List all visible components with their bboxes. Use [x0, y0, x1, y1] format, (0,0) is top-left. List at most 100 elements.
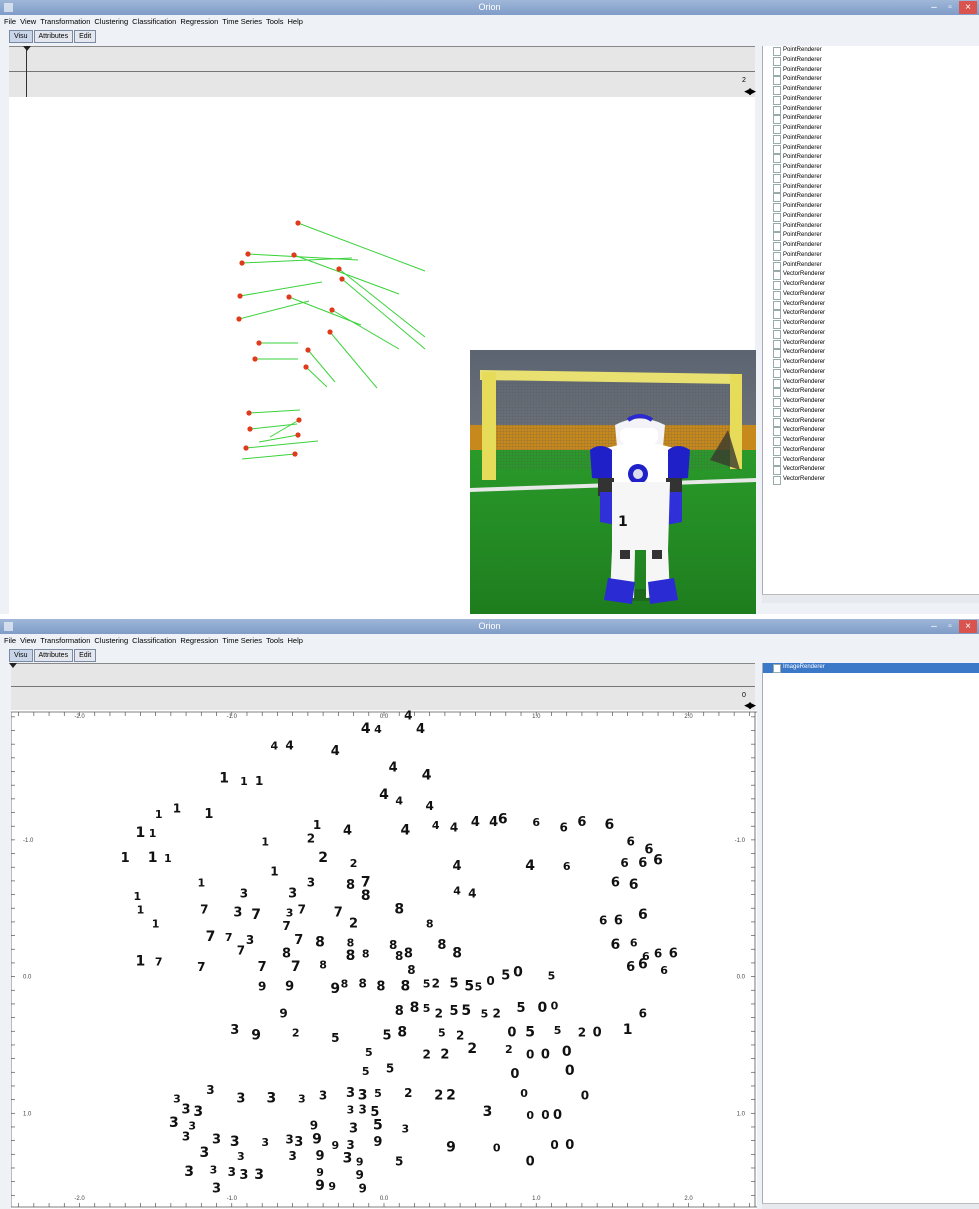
timeline-slider[interactable]: 0 ◀▶	[9, 663, 756, 710]
digit-image-mark: 5	[481, 1008, 489, 1021]
frame-step-arrows-icon[interactable]: ◀▶	[744, 86, 756, 96]
tab-edit[interactable]: Edit	[74, 649, 97, 662]
panel-resize-handle[interactable]	[762, 1203, 979, 1209]
renderer-list-item[interactable]: VectorRenderer	[763, 309, 979, 320]
document-icon	[773, 203, 781, 212]
menu-transformation[interactable]: Transformation	[40, 636, 91, 645]
timeline-marker-icon[interactable]	[9, 663, 17, 668]
menu-time-series[interactable]: Time Series	[222, 636, 262, 645]
renderer-list-item[interactable]: PointRenderer	[763, 85, 979, 95]
renderer-list-item[interactable]: PointRenderer	[763, 173, 979, 183]
close-button[interactable]: ×	[959, 1, 977, 14]
renderer-list-panel[interactable]: ImageRenderer	[762, 663, 979, 1203]
renderer-list-item[interactable]: PointRenderer	[763, 124, 979, 134]
minimize-button[interactable]: –	[931, 621, 937, 632]
renderer-list-item[interactable]: PointRenderer	[763, 66, 979, 76]
renderer-list-item[interactable]: VectorRenderer	[763, 426, 979, 437]
menu-clustering[interactable]: Clustering	[94, 636, 129, 645]
tab-edit[interactable]: Edit	[74, 30, 97, 43]
timeline-slider[interactable]: 2 ◀▶	[9, 46, 756, 97]
renderer-list-item[interactable]: PointRenderer	[763, 222, 979, 232]
renderer-list-item[interactable]: VectorRenderer	[763, 436, 979, 446]
renderer-list-item[interactable]: PointRenderer	[763, 192, 979, 203]
renderer-list-item[interactable]: PointRenderer	[763, 231, 979, 242]
renderer-list-item[interactable]: VectorRenderer	[763, 339, 979, 349]
renderer-list-item[interactable]: VectorRenderer	[763, 358, 979, 368]
renderer-list-item[interactable]: PointRenderer	[763, 46, 979, 56]
renderer-list-item[interactable]: PointRenderer	[763, 95, 979, 105]
menu-view[interactable]: View	[20, 17, 37, 26]
renderer-list-item[interactable]: VectorRenderer	[763, 300, 979, 310]
renderer-list-item[interactable]: PointRenderer	[763, 183, 979, 193]
renderer-list-item[interactable]: VectorRenderer	[763, 417, 979, 427]
renderer-list-item[interactable]: PointRenderer	[763, 261, 979, 271]
renderer-list-item[interactable]: ImageRenderer	[763, 663, 979, 673]
minimize-button[interactable]: –	[931, 2, 937, 13]
title-bar[interactable]: Orion – ▫ ×	[0, 619, 979, 634]
tab-visu[interactable]: Visu	[9, 30, 33, 43]
renderer-list-item[interactable]: PointRenderer	[763, 75, 979, 86]
menu-tools[interactable]: Tools	[266, 17, 284, 26]
renderer-list-item[interactable]: VectorRenderer	[763, 397, 979, 407]
renderer-list-item[interactable]: VectorRenderer	[763, 407, 979, 417]
renderer-list-item[interactable]: PointRenderer	[763, 251, 979, 261]
menu-regression[interactable]: Regression	[180, 17, 219, 26]
renderer-list-item[interactable]: VectorRenderer	[763, 378, 979, 388]
digit-image-mark: 0	[513, 965, 523, 981]
menu-file[interactable]: File	[4, 636, 17, 645]
menu-regression[interactable]: Regression	[180, 636, 219, 645]
renderer-list-item[interactable]: VectorRenderer	[763, 465, 979, 476]
digit-image-mark: 9	[258, 979, 266, 993]
renderer-list-item[interactable]: PointRenderer	[763, 153, 979, 164]
tab-attributes[interactable]: Attributes	[33, 30, 74, 43]
renderer-list-item[interactable]: VectorRenderer	[763, 270, 979, 281]
menu-help[interactable]: Help	[287, 636, 303, 645]
menu-transformation[interactable]: Transformation	[40, 17, 91, 26]
renderer-list-item[interactable]: PointRenderer	[763, 134, 979, 144]
renderer-list-item[interactable]: PointRenderer	[763, 241, 979, 251]
renderer-list-item[interactable]: PointRenderer	[763, 56, 979, 66]
renderer-list-item[interactable]: VectorRenderer	[763, 456, 979, 466]
timeline-marker-icon[interactable]	[23, 46, 31, 51]
digit-image-mark: 3	[169, 1115, 179, 1131]
renderer-list-item[interactable]: PointRenderer	[763, 105, 979, 115]
digit-image-mark: 6	[611, 875, 620, 890]
menu-view[interactable]: View	[20, 636, 37, 645]
title-bar[interactable]: Orion – ▫ ×	[0, 0, 979, 15]
renderer-list-item[interactable]: PointRenderer	[763, 202, 979, 212]
digit-image-mark: 1	[134, 890, 142, 903]
menu-file[interactable]: File	[4, 17, 17, 26]
menu-classification[interactable]: Classification	[132, 636, 177, 645]
renderer-list-item[interactable]: VectorRenderer	[763, 348, 979, 359]
renderer-list-item[interactable]: VectorRenderer	[763, 446, 979, 456]
close-button[interactable]: ×	[959, 620, 977, 633]
renderer-list-item[interactable]: PointRenderer	[763, 144, 979, 154]
renderer-list-item[interactable]: VectorRenderer	[763, 475, 979, 485]
panel-resize-handle[interactable]	[762, 594, 979, 603]
menu-help[interactable]: Help	[287, 17, 303, 26]
tab-attributes[interactable]: Attributes	[33, 649, 74, 662]
renderer-list-item[interactable]: PointRenderer	[763, 163, 979, 173]
maximize-button[interactable]: ▫	[948, 621, 952, 632]
renderer-list-item[interactable]: VectorRenderer	[763, 387, 979, 398]
renderer-list-item[interactable]: PointRenderer	[763, 114, 979, 125]
renderer-list-item[interactable]: VectorRenderer	[763, 319, 979, 329]
menu-classification[interactable]: Classification	[132, 17, 177, 26]
menu-time-series[interactable]: Time Series	[222, 17, 262, 26]
renderer-list-item[interactable]: PointRenderer	[763, 212, 979, 222]
menu-tools[interactable]: Tools	[266, 636, 284, 645]
renderer-list-item[interactable]: VectorRenderer	[763, 329, 979, 339]
menu-clustering[interactable]: Clustering	[94, 17, 129, 26]
timeline-cursor[interactable]	[26, 47, 27, 97]
renderer-list-item[interactable]: VectorRenderer	[763, 368, 979, 378]
frame-step-arrows-icon[interactable]: ◀▶	[744, 700, 756, 710]
tab-visu[interactable]: Visu	[9, 649, 33, 662]
document-icon	[773, 193, 781, 203]
renderer-list-item[interactable]: VectorRenderer	[763, 280, 979, 290]
renderer-label: ImageRenderer	[783, 664, 825, 670]
digit-image-mark: 9	[279, 1007, 287, 1021]
maximize-button[interactable]: ▫	[948, 2, 952, 13]
renderer-list-item[interactable]: VectorRenderer	[763, 290, 979, 300]
